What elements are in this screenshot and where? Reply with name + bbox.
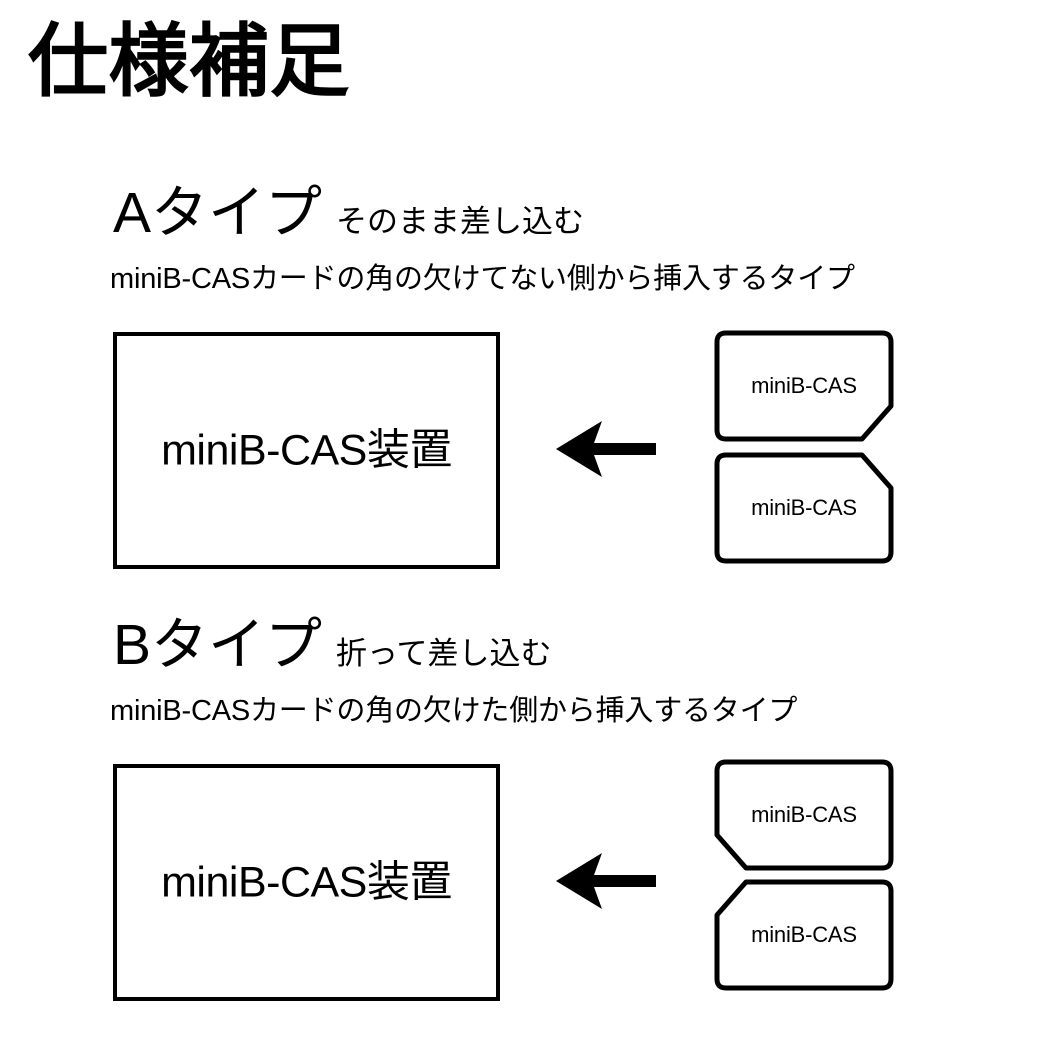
section-b-insert-arrow-icon: [556, 845, 656, 917]
section-a-device-box: miniB-CAS装置: [113, 332, 500, 569]
section-a-heading: Aタイプ そのまま差し込む: [113, 185, 584, 242]
card-b-notch-bottom-left: miniB-CAS: [714, 759, 894, 871]
section-a-device-label: miniB-CAS装置: [161, 426, 452, 474]
section-b-description: miniB-CASカードの角の欠けた側から挿入するタイプ: [110, 695, 798, 727]
section-b-device-label: miniB-CAS装置: [161, 858, 452, 906]
page-title: 仕様補足: [28, 17, 350, 106]
section-b-device-box: miniB-CAS装置: [113, 764, 500, 1001]
section-b-heading: Bタイプ 折って差し込む: [113, 617, 551, 674]
card-b-1-label: miniB-CAS: [751, 802, 857, 827]
card-b-notch-top-left: miniB-CAS: [714, 879, 894, 991]
card-a-2-label: miniB-CAS: [751, 495, 857, 520]
card-a-notch-top-right: miniB-CAS: [714, 452, 894, 564]
section-a-diagram: miniB-CAS装置 miniB-CAS miniB-CAS: [0, 315, 1050, 575]
card-a-notch-bottom-right: miniB-CAS: [714, 330, 894, 442]
section-b-subtitle: 折って差し込む: [336, 636, 552, 671]
section-b-title: Bタイプ: [113, 613, 323, 677]
section-a-description: miniB-CASカードの角の欠けてない側から挿入するタイプ: [110, 263, 855, 295]
section-a-title: Aタイプ: [113, 181, 323, 245]
section-a-subtitle: そのまま差し込む: [336, 204, 585, 239]
card-a-1-label: miniB-CAS: [751, 373, 857, 398]
section-b-diagram: miniB-CAS装置 miniB-CAS miniB-CAS: [0, 747, 1050, 1007]
section-a-insert-arrow-icon: [556, 413, 656, 485]
card-b-2-label: miniB-CAS: [751, 922, 857, 947]
